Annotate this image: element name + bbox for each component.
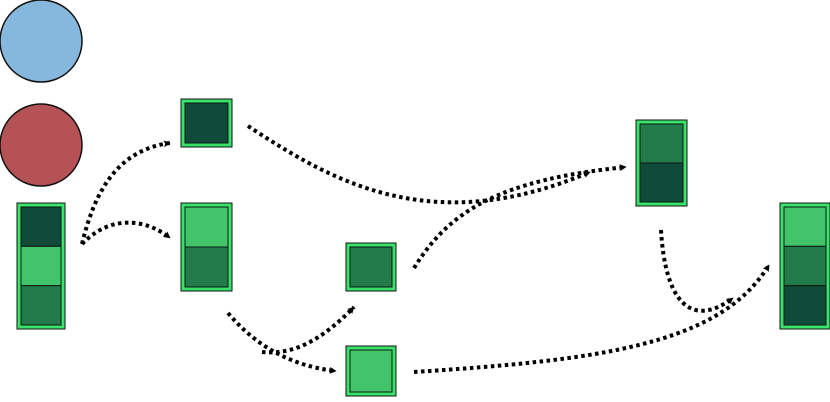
- stack-a-cell-2: [20, 285, 62, 326]
- edge-node-e-to-stack-g: [413, 263, 771, 374]
- stack-a-cell-0: [20, 206, 62, 247]
- circle-red: [0, 103, 83, 187]
- stack-g: [779, 202, 830, 330]
- stack-f-cell-0: [639, 123, 684, 164]
- node-e: [345, 345, 397, 397]
- stack-g-cell-2: [783, 285, 827, 326]
- stack-c: [180, 202, 233, 292]
- circle-blue: [0, 0, 83, 83]
- edge-node-b-to-stack-f: [246, 124, 591, 205]
- edge-stack-c-to-node-e: [226, 311, 337, 374]
- node-d: [345, 242, 397, 292]
- stack-c-cell-1: [184, 246, 229, 288]
- stack-g-cell-1: [783, 245, 827, 287]
- stack-a-cell-1: [20, 245, 62, 287]
- edge-stack-c-to-node-d: [261, 305, 356, 355]
- stack-g-cell-0: [783, 206, 827, 247]
- edges-layer: [80, 124, 771, 374]
- edge-stack-a-to-stack-c: [80, 220, 172, 246]
- node-d-cell-0: [349, 246, 393, 288]
- edge-stack-a-to-node-b: [80, 140, 171, 245]
- edge-node-d-to-stack-f: [412, 164, 627, 270]
- stack-a: [16, 202, 66, 330]
- edge-stack-f-to-stack-g: [659, 229, 735, 313]
- node-b-cell-0: [184, 102, 229, 144]
- node-e-cell-0: [349, 349, 393, 393]
- node-b: [180, 98, 233, 148]
- stack-f: [635, 119, 688, 207]
- stack-f-cell-1: [639, 162, 684, 203]
- stack-c-cell-0: [184, 206, 229, 248]
